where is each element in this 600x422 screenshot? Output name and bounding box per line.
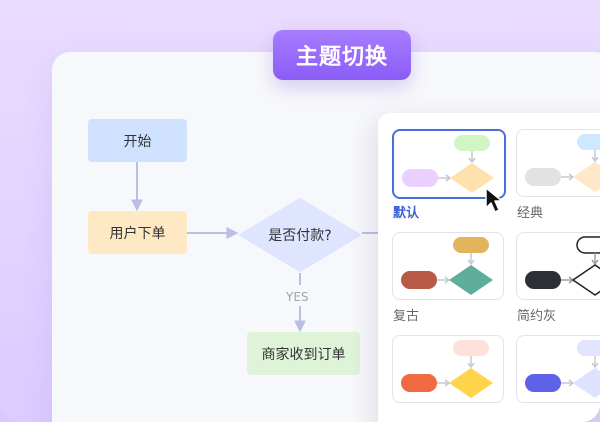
theme-preview-classic: [525, 134, 600, 192]
theme-label-retro: 复古: [393, 309, 420, 324]
theme-label-minimal-gray: 简约灰: [517, 309, 557, 324]
mouse-cursor-icon: [485, 187, 503, 213]
yes-branch-label: YES: [286, 290, 309, 304]
flow-node-decision-label: 是否付款?: [268, 228, 332, 244]
flow-node-start-label: 开始: [123, 133, 152, 150]
page-title: 主题切换: [273, 30, 411, 80]
theme-preview-warm: [401, 340, 493, 398]
theme-preview-minimal-gray: [525, 236, 600, 296]
flow-node-place-order[interactable]: 用户下单: [88, 211, 187, 254]
flow-node-place-order-label: 用户下单: [109, 225, 166, 242]
theme-label-classic: 经典: [517, 206, 544, 221]
theme-label-default: 默认: [393, 206, 420, 221]
theme-card-default[interactable]: [392, 129, 506, 199]
flow-node-merchant-receive[interactable]: 商家收到订单: [247, 332, 360, 375]
page-title-label: 主题切换: [295, 45, 388, 70]
theme-preview-indigo: [525, 340, 600, 398]
flow-node-start[interactable]: 开始: [88, 119, 187, 162]
theme-card-indigo[interactable]: [516, 335, 600, 403]
theme-preview-default: [402, 135, 494, 193]
theme-card-minimal-gray[interactable]: [516, 232, 600, 300]
theme-card-classic[interactable]: [516, 129, 600, 197]
theme-card-warm[interactable]: [392, 335, 504, 403]
theme-card-retro[interactable]: [392, 232, 504, 300]
flow-node-merchant-receive-label: 商家收到订单: [261, 346, 346, 363]
theme-preview-retro: [401, 237, 493, 295]
flow-node-decision[interactable]: [238, 197, 362, 273]
